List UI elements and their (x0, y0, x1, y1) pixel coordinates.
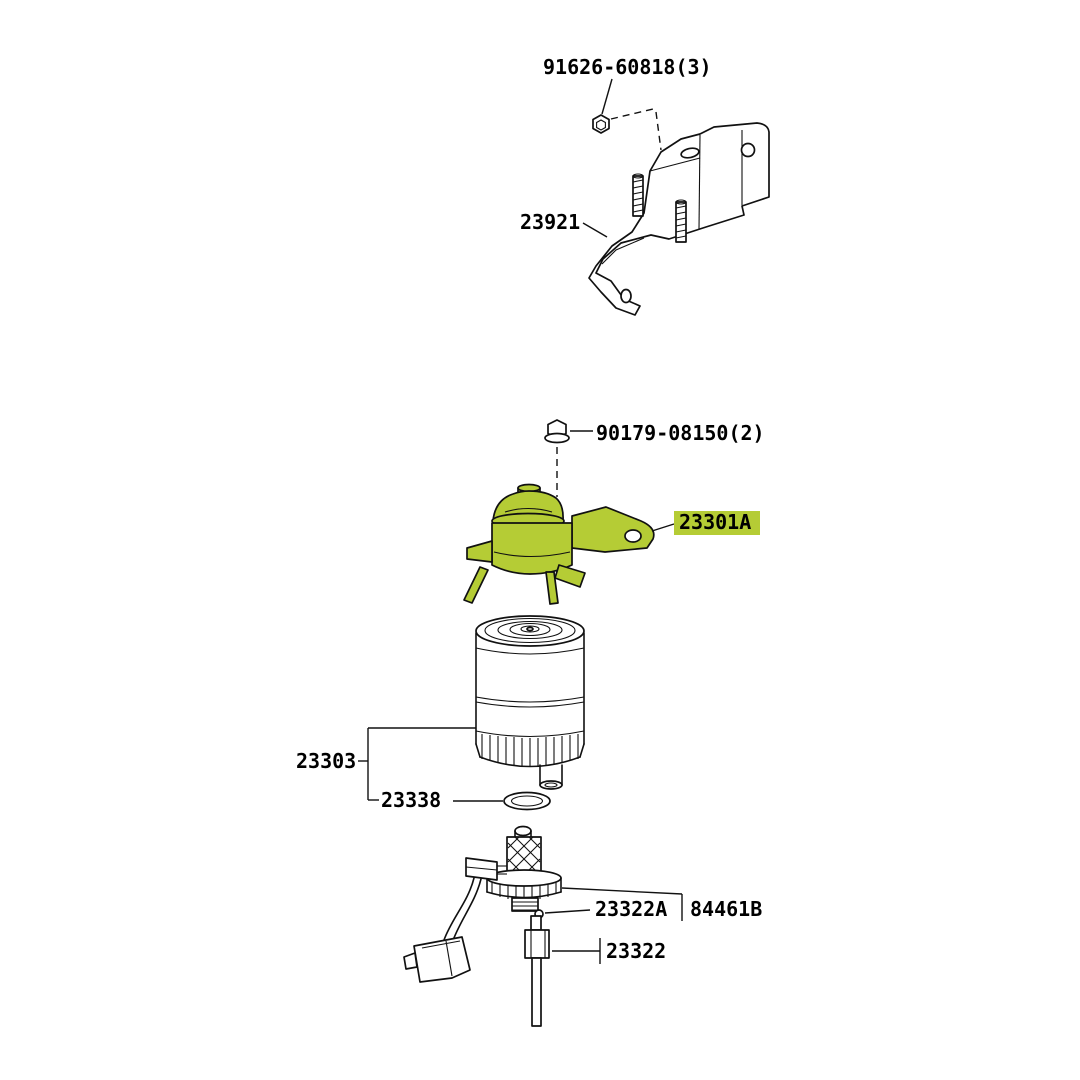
gasket-23338-shape (503, 791, 551, 811)
bolt-91626-shape (592, 78, 662, 151)
label-pump-head[interactable]: 23301A (679, 510, 751, 534)
label-gasket[interactable]: 23338 (381, 788, 441, 812)
label-bracket[interactable]: 23921 (520, 210, 580, 234)
bracket-23921-shape (582, 122, 770, 316)
label-sensor[interactable]: 23322 (606, 939, 666, 963)
sensor-23322-shape (403, 825, 562, 1027)
filter-element-23303-shape (475, 615, 585, 790)
label-filter-element[interactable]: 23303 (296, 749, 356, 773)
label-nut[interactable]: 90179-08150(2) (596, 421, 765, 445)
sensor-leaders (544, 887, 683, 964)
label-bolt-top[interactable]: 91626-60818(3) (543, 55, 712, 79)
pump-head-leader (651, 523, 675, 532)
label-highlight (674, 511, 760, 535)
label-sensor-gasket[interactable]: 23322A (595, 897, 667, 921)
filter-leaders (358, 727, 503, 802)
nut-90179-shape (544, 419, 593, 497)
pump-head-23301a-shape[interactable] (463, 483, 655, 605)
label-sensor-kit[interactable]: 84461B (690, 897, 762, 921)
